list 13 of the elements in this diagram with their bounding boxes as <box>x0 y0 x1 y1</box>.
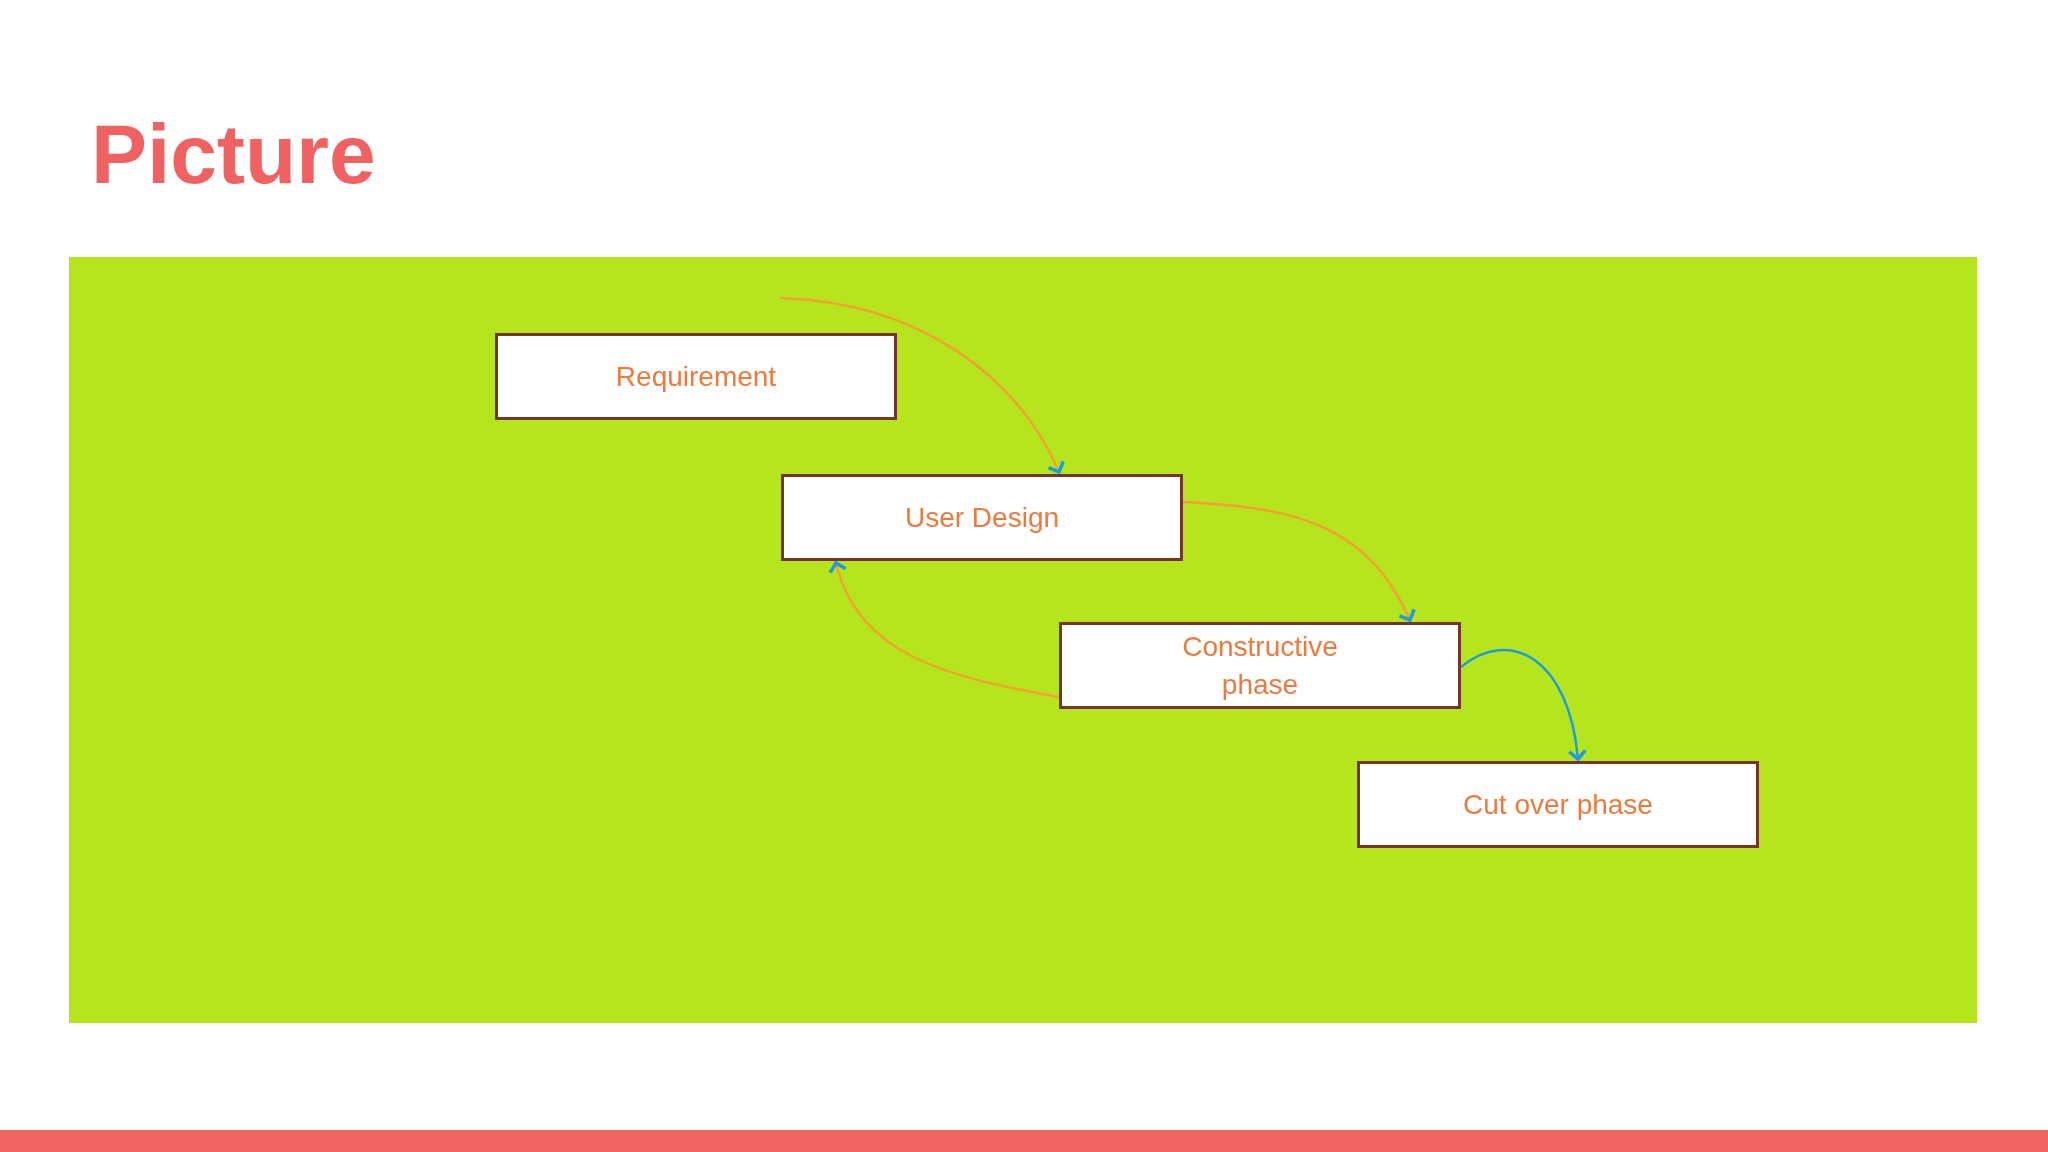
process-box <box>495 333 897 420</box>
box-label: User Design <box>904 500 1060 535</box>
box-label: Cut over phase <box>1463 787 1653 822</box>
box-label: Requirement <box>615 359 777 394</box>
arrow <box>1182 500 1416 622</box>
box-label: Constructive phase <box>1181 629 1339 702</box>
arrow <box>829 561 1060 699</box>
arrow <box>779 296 1065 474</box>
slide-title: Picture <box>91 112 376 196</box>
process-box <box>1059 622 1461 709</box>
process-box <box>1357 761 1759 848</box>
process-box <box>781 474 1183 561</box>
arrow <box>1460 648 1587 761</box>
